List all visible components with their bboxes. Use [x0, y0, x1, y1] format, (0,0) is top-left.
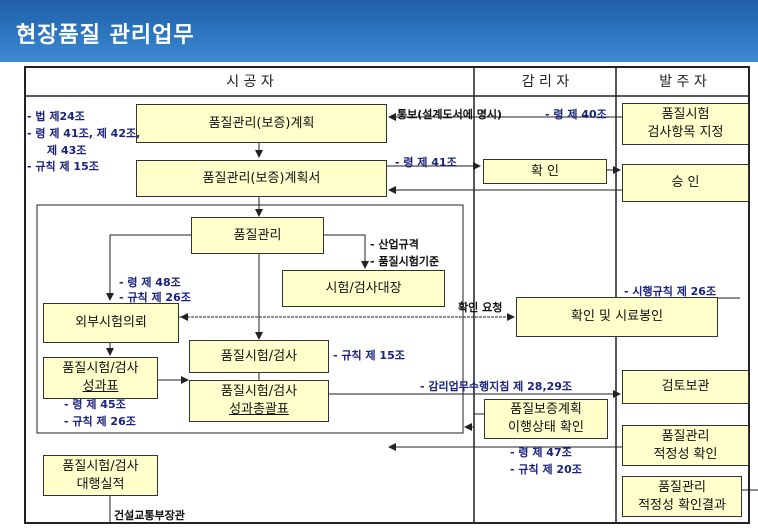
qa-check-line1: 품질보증계획	[510, 402, 582, 418]
note-quality-standard: - 품질시험기준	[370, 255, 440, 268]
box-confirm: 확 인	[483, 159, 607, 184]
proxy-line1: 품질시험/검사	[62, 458, 139, 474]
box-review-keep: 검토보관	[622, 370, 749, 404]
note-decree41: - 령 제 41조	[395, 156, 457, 169]
column-client: 발 주 자	[659, 74, 707, 90]
proxy-line2: 대행실적	[76, 476, 125, 492]
column-supervisor: 감 리 자	[521, 74, 570, 90]
column-contractor: 시 공 자	[226, 74, 274, 90]
box-quality-test: 품질시험/검사	[189, 340, 329, 373]
adequacy-result-line2: 적정성 확인결과	[638, 497, 726, 513]
test-results-line2: 성과표	[82, 379, 119, 394]
test-summary-line1: 품질시험/검사	[220, 384, 298, 400]
note-industrial: - 산업규격	[370, 238, 419, 251]
note-decree45: - 령 제 45조	[64, 398, 126, 411]
note-rule15-top: - 규칙 제 15조	[27, 160, 99, 173]
note-enforcement-rule26: - 시행규칙 제 26조	[624, 285, 717, 298]
note-decree40: - 령 제 40조	[545, 108, 607, 121]
note-decree48: - 령 제 48조	[119, 276, 181, 289]
box-qm-plan-doc: 품질관리(보증)계획서	[136, 160, 387, 197]
note-ministry: 건설교통부장관	[114, 509, 185, 522]
client-items-line1: 품질시험	[661, 107, 710, 123]
note-rule20: - 규칙 제 20조	[510, 463, 582, 476]
box-quality-management: 품질관리	[191, 217, 324, 254]
box-qm-plan: 품질관리(보증)계획	[136, 104, 387, 143]
note-confirm-request: 확인 요청	[458, 301, 503, 314]
box-confirm-seal: 확인 및 시료봉인	[516, 297, 718, 337]
box-test-register: 시험/검사대장	[282, 270, 445, 307]
note-decree47: - 령 제 47조	[510, 446, 572, 459]
box-approve: 승 인	[622, 164, 749, 202]
note-decree41-43: - 령 제 41조, 제 42조,	[27, 127, 141, 140]
box-external-test: 외부시험의뢰	[43, 303, 179, 343]
note-rule26-b: - 규칙 제 26조	[64, 415, 136, 428]
test-summary-line2: 성과총괄표	[229, 402, 289, 417]
test-results-line1: 품질시험/검사	[62, 361, 139, 377]
qa-check-line2: 이행상태 확인	[508, 420, 584, 435]
note-law24: - 법 제24조	[27, 110, 85, 123]
adequacy-line1: 품질관리	[661, 428, 710, 444]
note-guideline: - 감리업무수행지침 제 28,29조	[420, 380, 573, 393]
note-rule26-a: - 규칙 제 26조	[119, 291, 191, 304]
page-title: 현장품질 관리업무	[16, 23, 195, 48]
note-notify: 통보(설계도서에 명시)	[397, 108, 502, 121]
title-bar: 현장품질 관리업무	[0, 0, 758, 62]
adequacy-result-line1: 품질관리	[658, 479, 706, 495]
adequacy-line2: 적정성 확인	[653, 446, 718, 462]
note-article43: 제 43조	[47, 144, 87, 157]
client-items-line2: 검사항목 지정	[647, 125, 724, 140]
note-rule15: - 규칙 제 15조	[333, 349, 405, 362]
